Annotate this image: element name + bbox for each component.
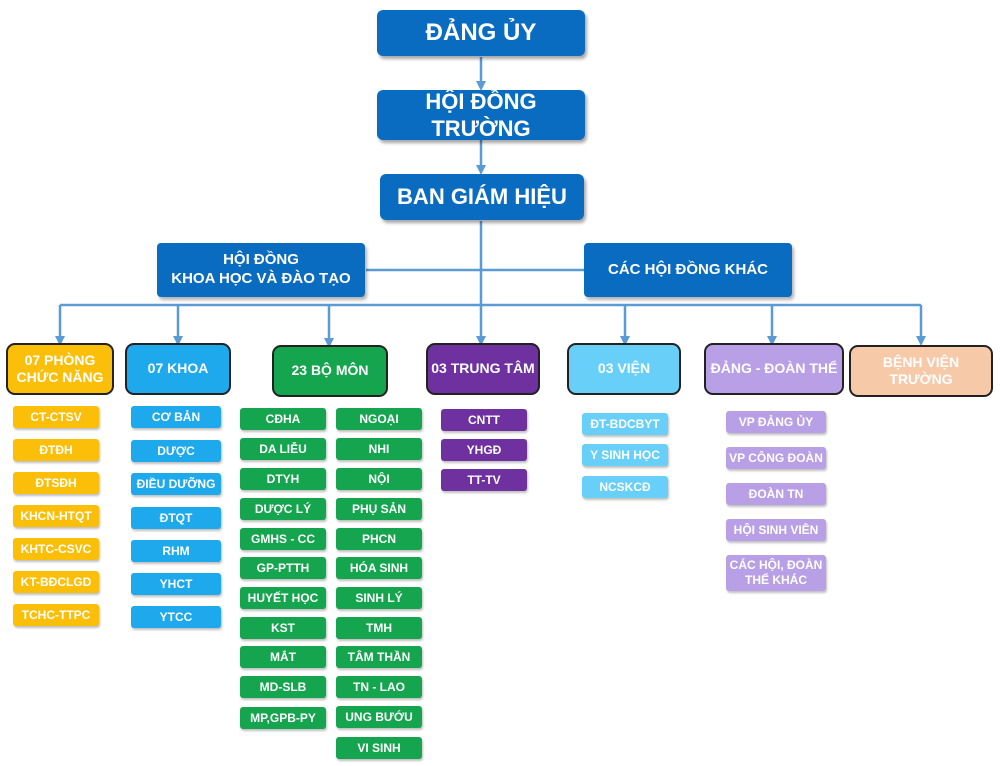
list-item: KST	[240, 617, 326, 639]
dang-uy-box: ĐẢNG ỦY	[377, 10, 585, 56]
list-item: TN - LAO	[336, 676, 422, 698]
list-item: DƯỢC	[131, 440, 221, 462]
list-item: VP ĐẢNG ỦY	[726, 411, 826, 433]
list-item: GMHS - CC	[240, 528, 326, 550]
list-item: ĐT-BDCBYT	[582, 413, 668, 435]
list-item: PHỤ SẢN	[336, 498, 422, 520]
list-item: DA LIỄU	[240, 438, 326, 460]
list-item: HỘI SINH VIÊN	[726, 519, 826, 541]
list-item: DƯỢC LÝ	[240, 498, 326, 520]
column-header-benh-vien-truong: BỆNH VIỆN TRƯỜNG	[849, 345, 993, 397]
list-item: Y SINH HỌC	[582, 444, 668, 466]
list-item: CĐHA	[240, 408, 326, 430]
cac-hoi-doan-the-line2: THỂ KHÁC	[745, 573, 807, 587]
hoi-dong-khoa-hoc-line1: HỘI ĐỒNG	[223, 251, 299, 269]
list-item: NGOẠI	[336, 408, 422, 430]
list-item: ĐIỀU DƯỠNG	[131, 473, 221, 495]
list-item: VP CÔNG ĐOÀN	[726, 447, 826, 469]
column-header-vien: 03 VIỆN	[567, 343, 681, 395]
list-item: ĐTĐH	[13, 439, 99, 461]
list-item: MẮT	[240, 646, 326, 668]
list-item: CƠ BẢN	[131, 406, 221, 428]
phong-header-line1: 07 PHÒNG	[24, 351, 96, 368]
cac-hoi-doan-the-line1: CÁC HỘI, ĐOÀN	[729, 558, 823, 572]
list-item: YHGĐ	[441, 439, 527, 461]
list-item: KHTC-CSVC	[13, 538, 99, 560]
column-header-trung-tam: 03 TRUNG TÂM	[426, 343, 540, 395]
column-header-khoa: 07 KHOA	[125, 343, 231, 395]
list-item: HÓA SINH	[336, 557, 422, 579]
list-item: ĐTQT	[131, 507, 221, 529]
hoi-dong-khoa-hoc-dao-tao-box: HỘI ĐỒNG KHOA HỌC VÀ ĐÀO TẠO	[157, 243, 365, 297]
list-item: UNG BƯỚU	[336, 706, 422, 728]
list-item: CÁC HỘI, ĐOÀN THỂ KHÁC	[726, 555, 826, 591]
list-item: TÂM THẦN	[336, 646, 422, 668]
list-item: SINH LÝ	[336, 587, 422, 609]
list-item: VI SINH	[336, 737, 422, 759]
list-item: KT-BĐCLGD	[13, 571, 99, 593]
list-item: NCSKCĐ	[582, 476, 668, 498]
list-item: YHCT	[131, 573, 221, 595]
list-item: CNTT	[441, 409, 527, 431]
list-item: NHI	[336, 438, 422, 460]
column-header-bo-mon: 23 BỘ MÔN	[272, 345, 388, 397]
list-item: RHM	[131, 540, 221, 562]
cac-hoi-dong-khac-box: CÁC HỘI ĐỒNG KHÁC	[584, 243, 792, 297]
list-item: ĐOÀN TN	[726, 483, 826, 505]
list-item: MP,GPB-PY	[240, 707, 326, 729]
list-item: NỘI	[336, 468, 422, 490]
list-item: HUYẾT HỌC	[240, 587, 326, 609]
list-item: KHCN-HTQT	[13, 505, 99, 527]
list-item: MD-SLB	[240, 676, 326, 698]
list-item: YTCC	[131, 606, 221, 628]
list-item: TMH	[336, 617, 422, 639]
list-item: ĐTSĐH	[13, 472, 99, 494]
list-item: GP-PTTH	[240, 557, 326, 579]
list-item: TT-TV	[441, 469, 527, 491]
column-header-phong-chuc-nang: 07 PHÒNG CHỨC NĂNG	[6, 343, 114, 395]
hoi-dong-khoa-hoc-line2: KHOA HỌC VÀ ĐÀO TẠO	[171, 270, 351, 287]
ban-giam-hieu-box: BAN GIÁM HIỆU	[380, 174, 584, 220]
list-item: PHCN	[336, 528, 422, 550]
list-item: DTYH	[240, 468, 326, 490]
phong-header-line2: CHỨC NĂNG	[16, 369, 104, 385]
list-item: CT-CTSV	[13, 406, 99, 428]
hoi-dong-truong-box: HỘI ĐỒNG TRƯỜNG	[377, 89, 585, 141]
column-header-dang-doan-the: ĐẢNG - ĐOÀN THỂ	[704, 343, 844, 395]
list-item: TCHC-TTPC	[13, 604, 99, 626]
